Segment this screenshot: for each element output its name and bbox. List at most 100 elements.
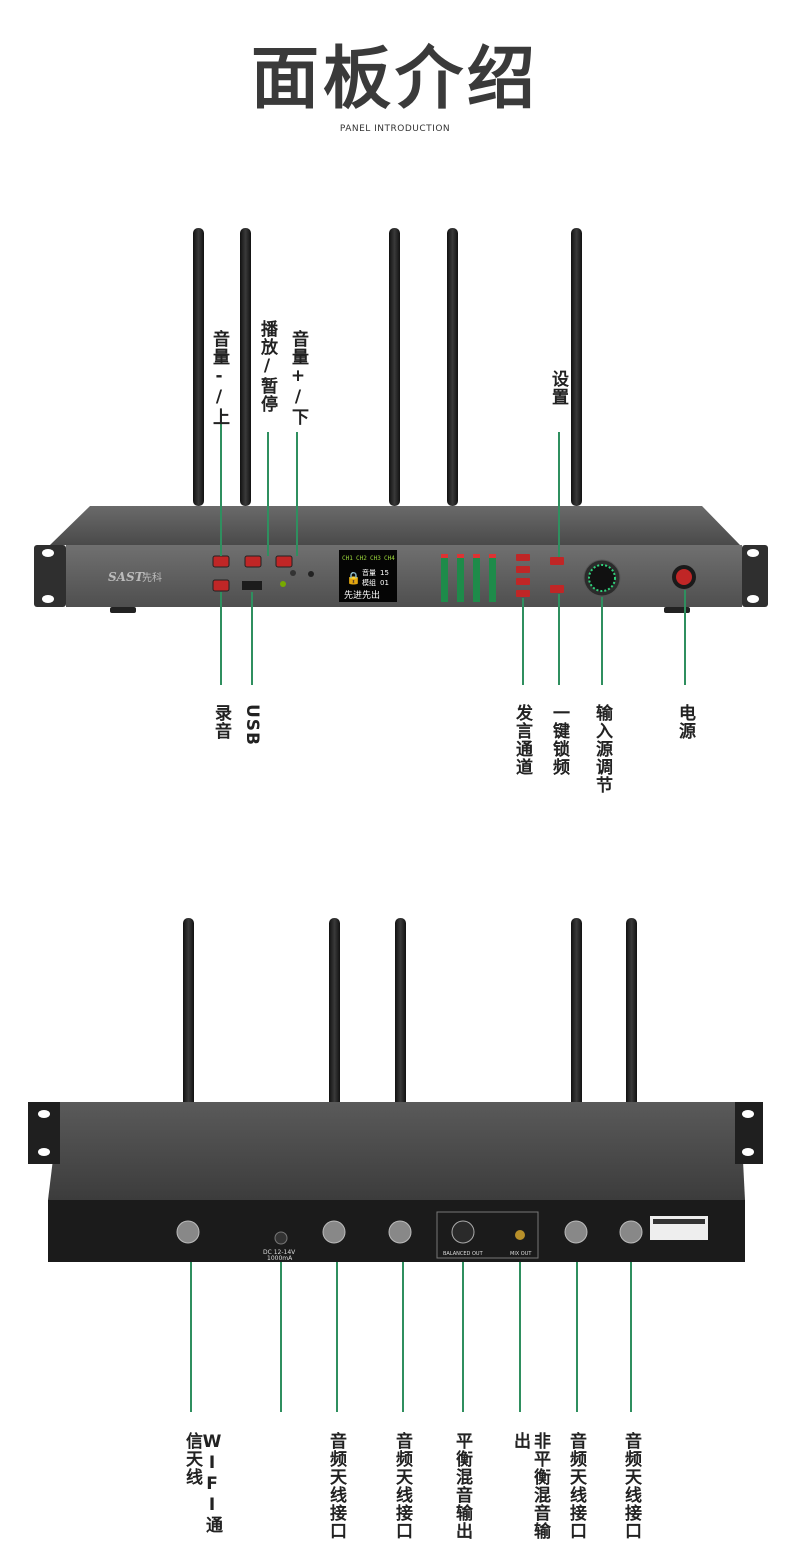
callout-line — [220, 410, 222, 556]
indicator-led — [290, 570, 296, 576]
caution-header — [653, 1219, 705, 1224]
front-face — [66, 545, 742, 607]
dc-label: DC 12-14V — [263, 1249, 296, 1256]
display-line3: 先进先出 — [344, 589, 380, 601]
callout-line — [522, 598, 524, 685]
foot — [110, 607, 136, 613]
xlr-output[interactable] — [451, 1220, 475, 1244]
label-play-pause: 播放/暂停 — [257, 320, 277, 413]
callout-line — [462, 1262, 464, 1412]
label-vol-plus: 音量+/下 — [288, 330, 308, 426]
rack-hole — [742, 1110, 754, 1118]
rack-hole — [747, 549, 759, 557]
antenna-connector[interactable] — [619, 1220, 643, 1244]
callout-line — [576, 1262, 578, 1412]
mix-out-label: MIX OUT — [510, 1251, 532, 1257]
rear-chassis-top — [48, 1102, 745, 1200]
label-settings: 设置 — [548, 370, 568, 406]
indicator-led — [280, 581, 286, 587]
label-antenna-3: 音频天线接口 — [566, 1432, 586, 1540]
label-record: 录音 — [211, 704, 231, 740]
display-line1-label: 音量 — [362, 568, 376, 577]
chassis-top — [50, 506, 740, 545]
vol-minus-button[interactable] — [212, 555, 230, 568]
channel-button[interactable] — [516, 554, 530, 561]
rack-hole — [742, 1148, 754, 1156]
vol-plus-button[interactable] — [275, 555, 293, 568]
label-vol-minus: 音量-/上 — [209, 330, 229, 426]
callout-line — [558, 432, 560, 557]
label-antenna-4: 音频天线接口 — [621, 1432, 641, 1540]
callout-line — [280, 1262, 282, 1412]
lock-button[interactable] — [550, 585, 564, 593]
label-antenna-1: 音频天线接口 — [326, 1432, 346, 1540]
callout-line — [251, 592, 253, 685]
lcd-display — [339, 550, 397, 602]
antenna — [571, 228, 582, 506]
label-lock: 一键锁频 — [549, 704, 569, 776]
display-line1-value: 15 — [380, 569, 389, 577]
play-pause-button[interactable] — [244, 555, 262, 568]
callout-line — [220, 592, 222, 685]
channel-button[interactable] — [516, 566, 530, 573]
brand-logo: SAST — [108, 570, 145, 584]
rack-hole — [42, 595, 54, 603]
display-ch3: CH3 — [370, 555, 381, 562]
rack-ear-left — [34, 545, 66, 607]
label-input: 输入源调节 — [592, 704, 612, 794]
display-ch4: CH4 — [384, 555, 395, 562]
antenna-connector[interactable] — [388, 1220, 412, 1244]
dc-current: 1000mA — [267, 1255, 293, 1262]
front-antennas — [193, 228, 582, 506]
rack-hole — [747, 595, 759, 603]
channel-button[interactable] — [516, 578, 530, 585]
knob-ring — [588, 564, 616, 592]
page-title: 面板介绍 — [250, 40, 539, 119]
rack-hole — [42, 549, 54, 557]
label-wifi-antenna: WIFI通信天线 — [182, 1432, 222, 1534]
callout-line — [684, 590, 686, 685]
callout-line — [558, 594, 560, 685]
foot — [664, 607, 690, 613]
display-line2-value: 01 — [380, 579, 389, 587]
callout-line — [267, 432, 269, 556]
output-box — [436, 1211, 539, 1259]
callout-line — [601, 597, 603, 685]
level-meters — [441, 554, 496, 602]
callout-line — [296, 432, 298, 556]
antenna-connector[interactable] — [564, 1220, 588, 1244]
settings-button[interactable] — [550, 557, 564, 565]
label-antenna-2: 音频天线接口 — [392, 1432, 412, 1540]
power-icon — [676, 569, 692, 585]
callout-line — [519, 1262, 521, 1412]
callout-line — [402, 1262, 404, 1412]
mix-out-jack[interactable] — [515, 1230, 525, 1240]
dc-jack[interactable] — [274, 1231, 288, 1245]
page-subtitle: PANEL INTRODUCTION — [339, 124, 451, 134]
antenna-connector[interactable] — [322, 1220, 346, 1244]
antenna — [240, 228, 251, 506]
display-ch2: CH2 — [356, 555, 367, 562]
balanced-out-label: BALANCED OUT — [443, 1251, 484, 1257]
antenna — [447, 228, 458, 506]
ir-sensor — [308, 571, 314, 577]
label-usb: USB — [242, 704, 262, 747]
antenna — [389, 228, 400, 506]
callout-line — [190, 1262, 192, 1412]
channel-button[interactable] — [516, 590, 530, 597]
label-balanced-out: 平衡混音输出 — [452, 1432, 472, 1540]
usb-port[interactable] — [242, 581, 262, 590]
label-unbalanced-out: 非平衡混音输出 — [510, 1432, 550, 1540]
lock-icon: 🔒 — [346, 571, 361, 585]
antenna — [193, 228, 204, 506]
rack-ear-right — [742, 545, 768, 607]
record-button[interactable] — [212, 579, 230, 592]
label-channel: 发言通道 — [512, 704, 532, 776]
label-power: 电源 — [675, 704, 695, 740]
rack-hole — [38, 1148, 50, 1156]
callout-line — [630, 1262, 632, 1412]
display-ch1: CH1 — [342, 555, 353, 562]
callout-line — [336, 1262, 338, 1412]
antenna-connector[interactable] — [176, 1220, 200, 1244]
